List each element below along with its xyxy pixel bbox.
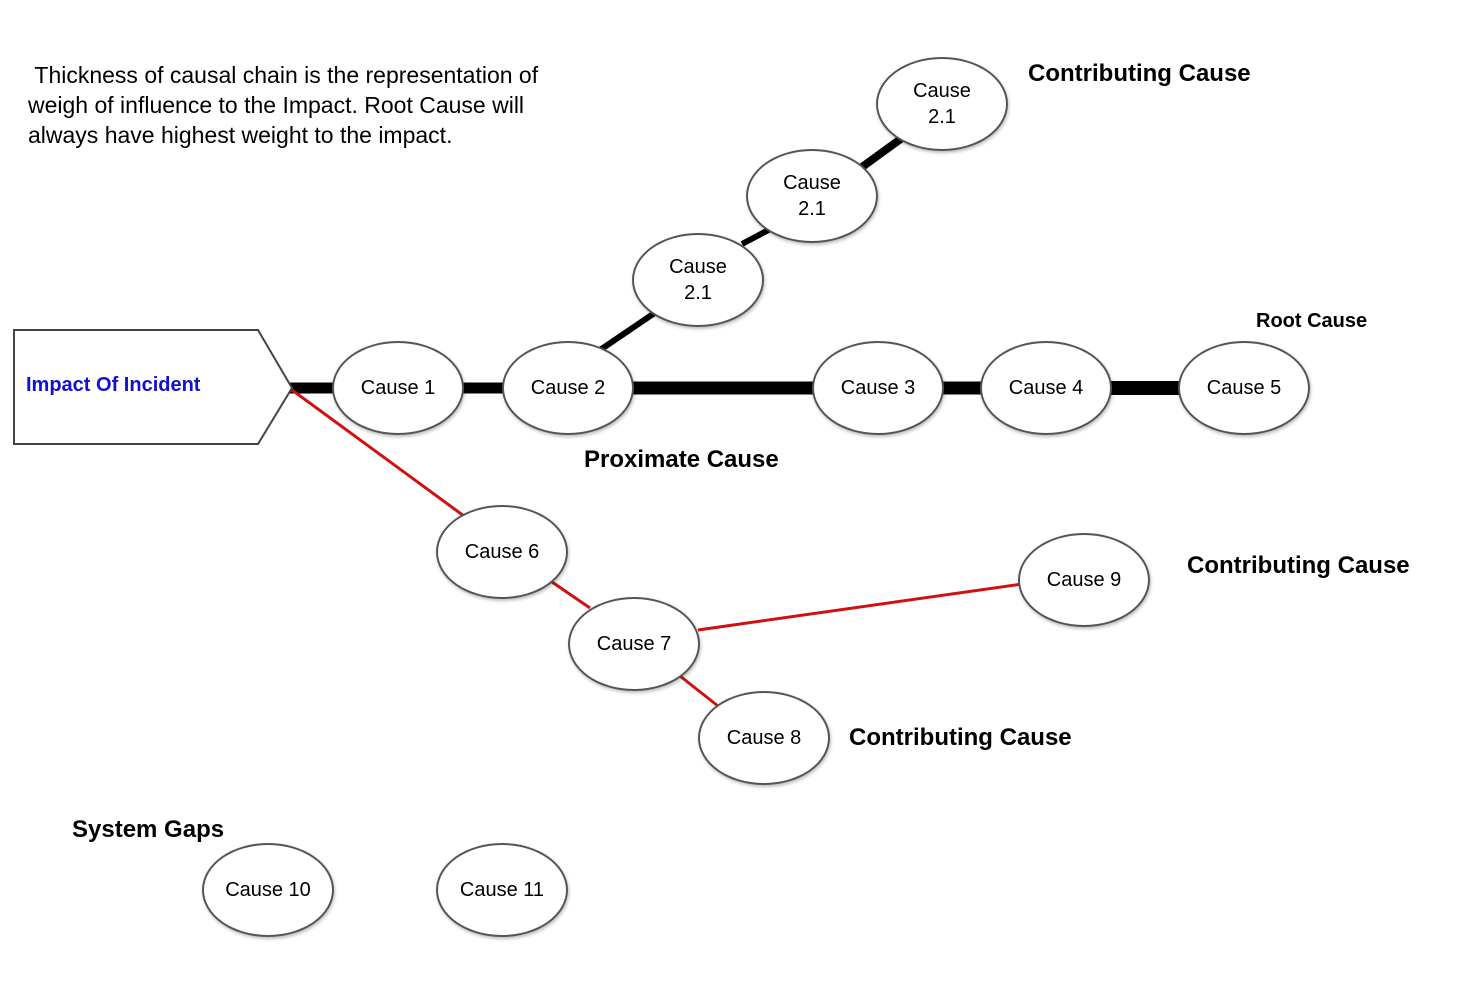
node-cause-2-1-a-label: Cause 2.1 [669,256,727,304]
link-cause21b-cause21c [855,134,905,174]
link-cause6-cause7 [551,580,591,610]
node-cause-2-1-c: Cause 2.1 [876,57,1008,151]
node-cause-8: Cause 8 [698,691,830,785]
node-cause-11: Cause 11 [436,843,568,937]
node-cause-7: Cause 7 [568,597,700,691]
impact-box [13,329,294,445]
label-contributing-cause-top: Contributing Cause [1028,60,1251,87]
node-cause-5: Cause 5 [1178,341,1310,435]
link-cause2-cause21a [598,309,658,353]
link-cause7-cause8 [679,674,719,708]
node-cause-9: Cause 9 [1018,533,1150,627]
node-cause-5-label: Cause 5 [1206,377,1282,399]
node-cause-1-label: Cause 1 [360,377,436,399]
node-cause-2-1-c-label: Cause 2.1 [913,80,971,128]
node-cause-9-label: Cause 9 [1046,569,1122,591]
label-contributing-cause-bottom: Contributing Cause [849,724,1072,751]
node-cause-10-label: Cause 10 [225,879,311,901]
impact-label: Impact Of Incident [26,374,201,396]
label-proximate-cause: Proximate Cause [584,446,779,473]
node-cause-2-label: Cause 2 [530,377,606,399]
link-impact-cause6 [291,388,465,518]
label-contributing-cause-right: Contributing Cause [1187,552,1410,579]
node-cause-2: Cause 2 [502,341,634,435]
link-cause7-cause9 [697,582,1023,632]
node-cause-6-label: Cause 6 [464,541,540,563]
node-cause-1: Cause 1 [332,341,464,435]
label-system-gaps: System Gaps [72,816,225,843]
node-cause-10: Cause 10 [202,843,334,937]
legend-note: Thickness of causal chain is the represe… [28,62,539,148]
label-root-cause: Root Cause [1256,310,1368,332]
node-cause-4-label: Cause 4 [1008,377,1084,399]
node-cause-2-1-b: Cause 2.1 [746,149,878,243]
node-cause-6: Cause 6 [436,505,568,599]
node-cause-8-label: Cause 8 [726,727,802,749]
node-cause-3-label: Cause 3 [840,377,916,399]
node-cause-3: Cause 3 [812,341,944,435]
node-cause-2-1-b-label: Cause 2.1 [783,172,841,220]
node-cause-2-1-a: Cause 2.1 [632,233,764,327]
node-cause-4: Cause 4 [980,341,1112,435]
node-cause-7-label: Cause 7 [596,633,672,655]
node-cause-11-label: Cause 11 [459,879,545,901]
